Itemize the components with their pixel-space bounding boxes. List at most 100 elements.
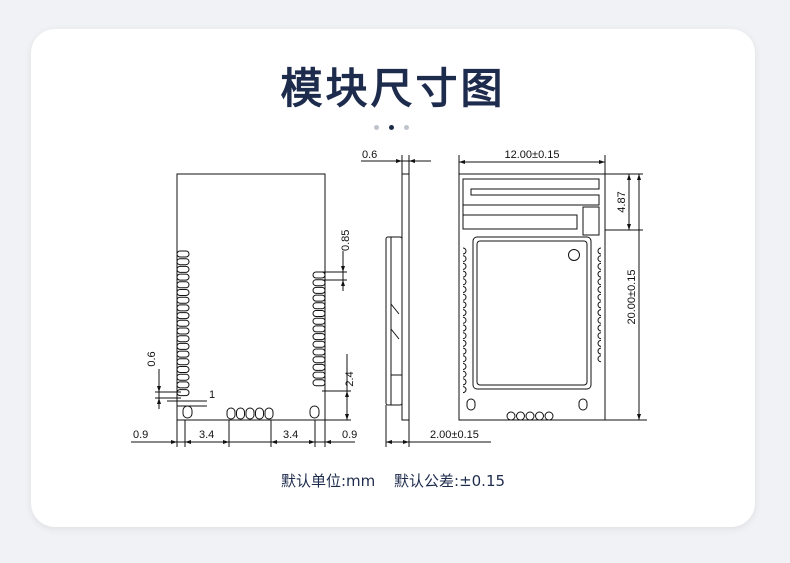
pad — [176, 273, 190, 281]
pad — [312, 302, 326, 310]
pad — [176, 312, 190, 320]
top-right-castellations — [597, 247, 602, 363]
dimension-card: 模块尺寸图 — [31, 29, 755, 527]
top-bottom-castellations — [506, 411, 554, 421]
castellation — [597, 286, 602, 293]
pad — [176, 381, 190, 389]
shield-side — [385, 236, 403, 406]
pad — [525, 411, 535, 421]
carousel-dot-active[interactable] — [389, 125, 394, 130]
pad — [312, 294, 326, 302]
dim-total-thickness: 2.00±0.15 — [430, 429, 479, 441]
default-unit-text: 默认单位:mm — [280, 472, 376, 490]
carousel-indicator — [372, 124, 412, 132]
castellation — [597, 309, 602, 317]
castellation — [462, 293, 467, 301]
castellation — [462, 378, 467, 386]
dimension-drawing: 0.85 2.4 0.6 1 0.9 3.4 3.4 0.9 0.6 2.00±… — [131, 149, 647, 447]
castellation — [462, 278, 467, 286]
carousel-dot[interactable] — [374, 125, 379, 130]
pad — [312, 286, 326, 294]
pad — [544, 411, 554, 421]
pad — [312, 356, 326, 364]
castellation — [597, 355, 602, 363]
dim-span-right: 3.4 — [283, 429, 298, 441]
carousel-dot[interactable] — [404, 125, 409, 130]
castellation — [462, 286, 467, 293]
shield-can — [472, 236, 592, 390]
footer-note: 默认单位:mm 默认公差:±0.15 — [31, 470, 755, 491]
castellation — [597, 324, 602, 332]
castellation — [462, 316, 467, 324]
pad — [312, 340, 326, 348]
pad — [176, 265, 190, 273]
pad — [176, 358, 190, 366]
corner-pad — [466, 398, 476, 411]
pcb-edge — [401, 173, 410, 421]
module-outline-bottom — [176, 173, 326, 421]
pad — [312, 333, 326, 341]
castellation — [597, 262, 602, 270]
pad — [176, 250, 190, 258]
pcb-antenna — [462, 178, 600, 230]
pad — [176, 304, 190, 312]
castellation — [462, 386, 467, 394]
pad — [245, 407, 255, 420]
pad — [312, 379, 326, 387]
dim-pcb-thickness: 0.6 — [362, 149, 377, 161]
pad — [312, 317, 326, 325]
default-tolerance-text: 默认公差:±0.15 — [394, 472, 506, 490]
pad — [226, 407, 236, 420]
castellation — [597, 255, 602, 263]
shield-can-inner — [476, 240, 588, 386]
left-pad-column — [176, 250, 190, 397]
side-view — [361, 155, 491, 447]
castellation — [597, 316, 602, 324]
castellation — [597, 270, 602, 278]
pad — [176, 258, 190, 266]
dim-edge-right: 0.9 — [342, 429, 357, 441]
dim-width: 12.00±0.15 — [505, 149, 560, 161]
castellation — [462, 363, 467, 370]
pad — [176, 373, 190, 381]
dim-pad-pitch: 0.85 — [340, 230, 352, 251]
corner-pad — [578, 398, 588, 411]
dim-span-left: 3.4 — [199, 429, 214, 441]
corner-pad — [182, 405, 193, 419]
castellation — [462, 332, 467, 340]
pad — [506, 411, 516, 421]
pad — [255, 407, 264, 420]
castellation — [597, 293, 602, 301]
pad — [176, 342, 190, 350]
castellation — [462, 247, 467, 255]
pad — [176, 350, 190, 358]
pad — [516, 411, 525, 421]
castellation — [462, 370, 467, 378]
pad — [176, 389, 190, 397]
pad — [176, 289, 190, 296]
castellation — [597, 339, 602, 347]
castellation — [462, 355, 467, 363]
castellation — [462, 270, 467, 278]
dim-pad-gap: 1 — [209, 389, 215, 401]
dim-antenna-height: 4.87 — [616, 191, 628, 212]
castellation — [462, 309, 467, 317]
castellation — [597, 278, 602, 286]
pad — [312, 371, 326, 379]
pad — [176, 335, 190, 343]
pin1-marker — [568, 249, 580, 261]
castellation — [462, 347, 467, 355]
pad — [176, 366, 190, 373]
castellation — [597, 332, 602, 340]
antenna-feed — [582, 206, 600, 236]
pad — [312, 310, 326, 317]
pad — [176, 319, 190, 327]
castellation — [462, 339, 467, 347]
dim-pad-block: 2.4 — [344, 371, 356, 386]
castellation — [597, 247, 602, 255]
dim-pad-width: 0.6 — [146, 351, 158, 366]
pad — [312, 348, 326, 356]
dim-length: 20.00±0.15 — [626, 270, 638, 325]
castellation — [597, 347, 602, 355]
pad — [176, 281, 190, 289]
